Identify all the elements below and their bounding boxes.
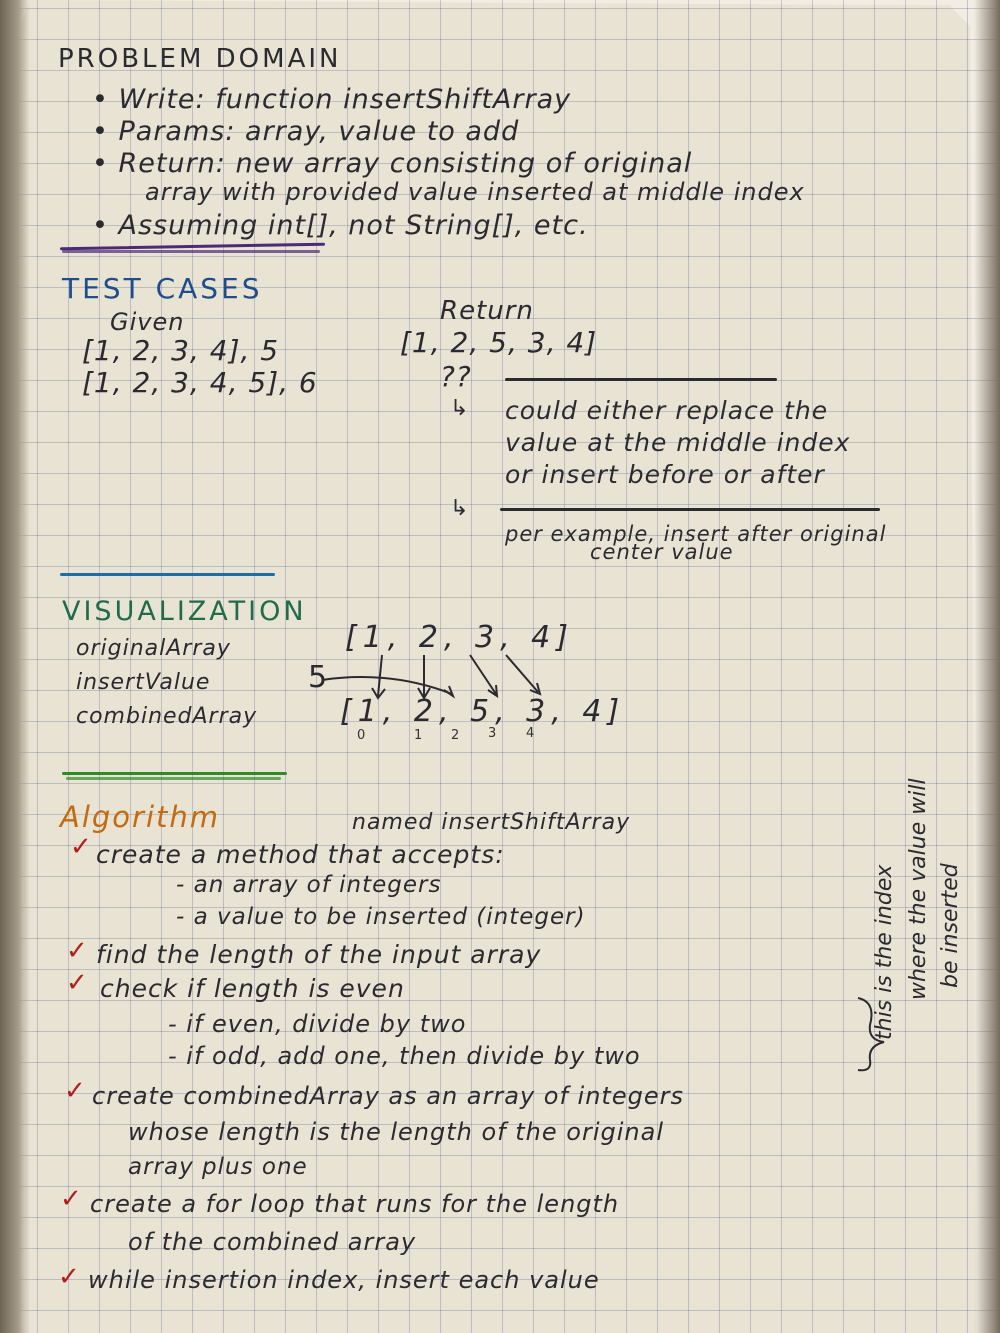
visualization-heading: VISUALIZATION (62, 596, 307, 627)
side-note-1: this is the index (872, 864, 897, 1040)
check-mark-6: ✓ (58, 1262, 80, 1292)
index-4: 4 (526, 726, 536, 741)
algorithm-line-8: create combinedArray as an array of inte… (92, 1082, 684, 1110)
algorithm-line-1: create a method that accepts: (96, 840, 505, 869)
algorithm-line-13: while insertion index, insert each value (88, 1266, 600, 1294)
problem-line-5: • Assuming int[], not String[], etc. (92, 210, 589, 241)
return-case-1: [1, 2, 5, 3, 4] (400, 326, 598, 359)
check-mark-5: ✓ (60, 1184, 82, 1214)
insert-value: 5 (308, 660, 329, 695)
label-original-array: originalArray (76, 636, 231, 661)
combined-array-value: [1, 2, 5, 3, 4] (340, 694, 626, 729)
index-3: 3 (488, 726, 498, 741)
notebook-binding (0, 0, 30, 1333)
note-arrow-1: ↳ (450, 396, 470, 421)
algorithm-line-11: create a for loop that runs for the leng… (90, 1190, 620, 1218)
note-line-4: per example, insert after original (505, 522, 887, 546)
problem-line-2: • Params: array, value to add (92, 116, 520, 147)
page-shadow (974, 0, 1000, 1333)
original-array-value: [1, 2, 3, 4] (345, 620, 574, 655)
note-line-3: or insert before or after (505, 460, 825, 489)
algorithm-line-10: array plus one (128, 1154, 308, 1180)
note-line-5: center value (590, 540, 734, 564)
green-divider (62, 772, 287, 775)
problem-line-3: • Return: new array consisting of origin… (92, 148, 693, 179)
algorithm-line-2: - an array of integers (176, 872, 442, 898)
check-mark-2: ✓ (66, 936, 88, 966)
problem-line-4: array with provided value inserted at mi… (145, 178, 805, 206)
purple-divider-2 (62, 250, 320, 253)
return-label: Return (440, 296, 534, 326)
scribble-strike-1 (505, 378, 777, 381)
note-line-2: value at the middle index (505, 428, 851, 457)
index-2: 2 (451, 728, 461, 743)
algorithm-line-9: whose length is the length of the origin… (128, 1118, 664, 1146)
given-label: Given (110, 308, 185, 336)
algorithm-line-4: find the length of the input array (96, 940, 542, 969)
check-mark-1: ✓ (70, 832, 92, 862)
blue-divider (60, 573, 275, 576)
algorithm-line-12: of the combined array (128, 1228, 417, 1256)
scribble-strike-2 (500, 508, 880, 511)
check-mark-4: ✓ (64, 1076, 86, 1106)
given-case-2: [1, 2, 3, 4, 5], 6 (82, 366, 318, 399)
side-note-3: be inserted (938, 863, 963, 988)
given-case-1: [1, 2, 3, 4], 5 (82, 334, 280, 367)
algorithm-line-7: - if odd, add one, then divide by two (168, 1042, 641, 1070)
algorithm-line-5: check if length is even (100, 974, 405, 1003)
method-name-note: named insertShiftArray (352, 810, 631, 835)
algorithm-line-3: - a value to be inserted (integer) (176, 904, 586, 930)
label-combined-array: combinedArray (76, 704, 258, 729)
algorithm-line-6: - if even, divide by two (168, 1010, 467, 1038)
problem-line-1: • Write: function insertShiftArray (92, 84, 572, 115)
side-note-2: where the value will (906, 778, 931, 1000)
algorithm-heading: Algorithm (60, 800, 221, 834)
return-case-2: ?? (440, 360, 472, 393)
label-insert-value: insertValue (76, 670, 211, 695)
problem-domain-heading: PROBLEM DOMAIN (58, 44, 342, 74)
green-divider-2 (66, 777, 281, 780)
index-1: 1 (414, 728, 424, 743)
check-mark-3: ✓ (66, 968, 88, 998)
note-arrow-2: ↳ (450, 496, 470, 521)
test-cases-heading: TEST CASES (62, 272, 263, 305)
note-line-1: could either replace the (505, 396, 829, 425)
index-0: 0 (357, 728, 367, 743)
